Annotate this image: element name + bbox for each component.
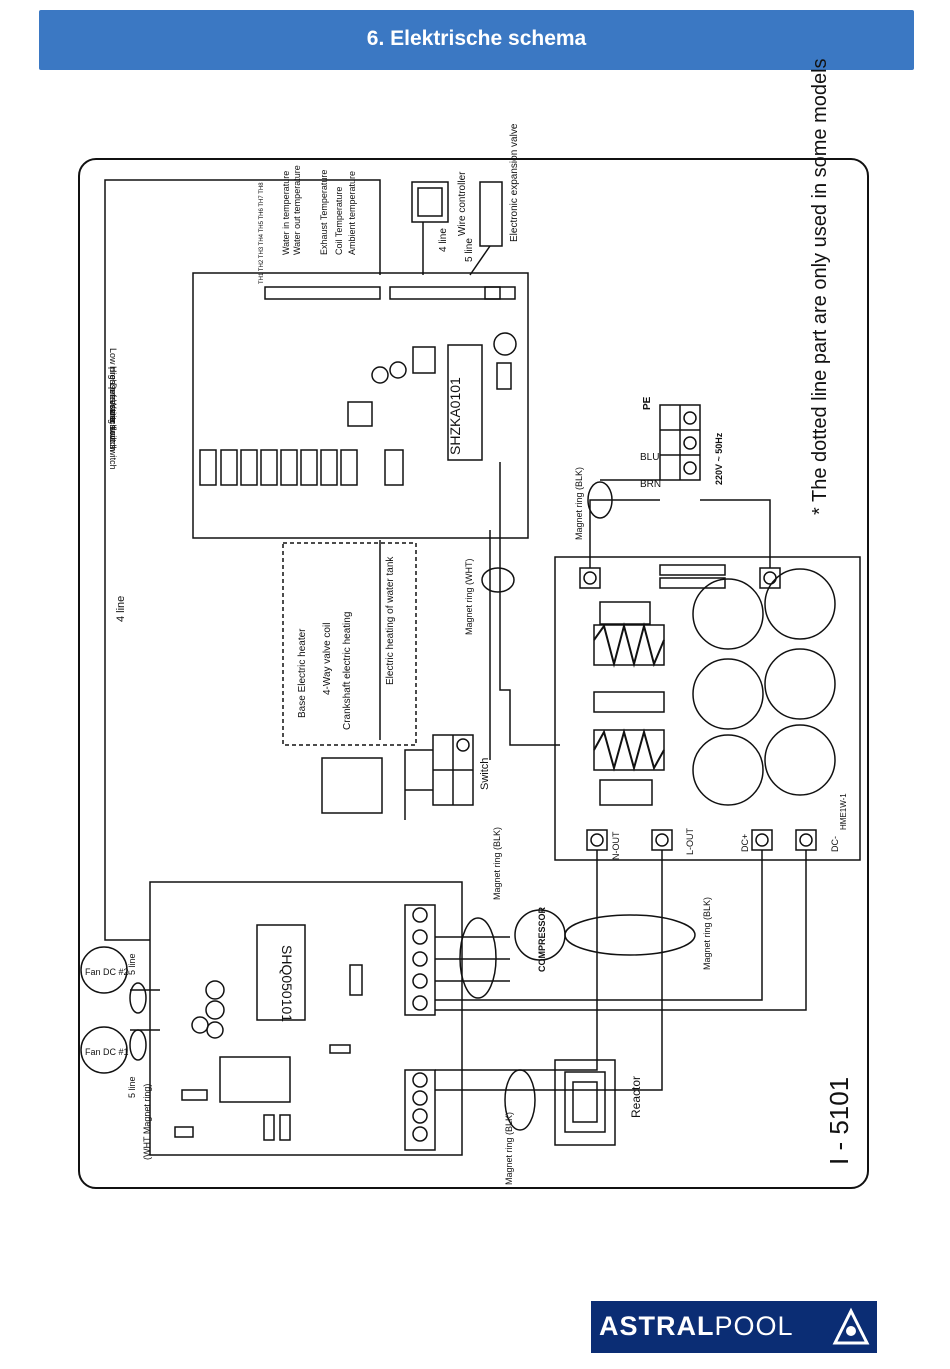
- magnet-ring-label-0: Magnet ring (BLK): [574, 467, 584, 540]
- astralpool-logo: ASTRALPOOL: [591, 1301, 877, 1353]
- filter-dc-plus: DC+: [740, 834, 750, 852]
- four-line-label: 4 line: [115, 596, 127, 622]
- switch-label-1: High pressure switch: [108, 366, 118, 450]
- logo-mark-icon: [832, 1307, 870, 1345]
- load-label-2: Crankshaft electric heating: [342, 612, 353, 730]
- driver-model: I - 5101: [824, 1077, 854, 1165]
- main-board-code: SHZKA0101: [447, 377, 463, 455]
- sensor-label-2: Exhaust Temperature: [319, 170, 329, 255]
- power-label: 220V ~ 50Hz: [714, 432, 724, 485]
- main-control-board: [192, 272, 529, 539]
- load-label-1: 4-Way valve coil: [322, 623, 333, 695]
- driver-board-code: SHQ050101: [279, 945, 295, 1022]
- filter-model: HME1W-1: [839, 793, 848, 830]
- compressor-label: COMPRESSOR: [537, 906, 547, 972]
- magnet-ring-label-2: Magnet ring (BLK): [492, 827, 502, 900]
- sensor-label-0: Water in temperature: [281, 171, 291, 255]
- driver-board: [149, 881, 463, 1156]
- magnet-ring-label-1: Magnet ring (WHT): [464, 558, 474, 635]
- expansion-valve-line: 5 line: [464, 238, 475, 262]
- diagram-frame: [78, 158, 869, 1189]
- magnet-ring-label-4: Magnet ring (BLK): [504, 1112, 514, 1185]
- wire-controller-line: 4 line: [438, 228, 449, 252]
- fan-label-2: Fan DC #2: [85, 967, 129, 977]
- switch-label-2: Defrosting switch: [108, 383, 118, 452]
- magnet-ring-label-5: (WHT Magnet ring): [142, 1084, 152, 1160]
- filter-l-out: L-OUT: [685, 827, 695, 855]
- filter-n-out: N-OUT: [611, 831, 621, 860]
- section-title: 6. Elektrische schema: [366, 27, 587, 50]
- switch-label-0: Low pressure switch: [108, 348, 118, 430]
- wire-blu-label: BLU: [640, 452, 659, 463]
- wire-brn-label: BRN: [640, 479, 661, 490]
- fan-line-2: 5 line: [127, 953, 137, 975]
- switch-label: Switch: [479, 758, 491, 790]
- logo-regular: POOL: [714, 1311, 794, 1341]
- magnet-ring-label-3: Magnet ring (BLK): [702, 897, 712, 970]
- section-header: 6. Elektrische schema: [39, 10, 914, 70]
- fan-label-1: Fan DC #1: [85, 1047, 129, 1057]
- sensor-label-1: Water out temperature: [292, 165, 302, 255]
- load-label-3: Electric heating of water tank: [385, 556, 396, 685]
- wire-controller-label: Wire controller: [457, 171, 468, 236]
- load-label-0: Base Electric heater: [297, 628, 308, 718]
- sensor-label-3: Coil Temperature: [334, 187, 344, 255]
- reactor-label: Reactor: [629, 1076, 643, 1118]
- filter-board: [554, 556, 861, 861]
- expansion-valve-label: Electronic expansion valve: [509, 123, 520, 242]
- sensor-connector-label: TH1 TH2 TH3 TH4 TH5 TH6 TH7 TH8: [259, 182, 265, 284]
- dotted-note: * The dotted line part are only used in …: [809, 58, 831, 515]
- logo-bold: ASTRAL: [599, 1311, 715, 1341]
- switch-label-3: Water flow switch: [108, 400, 118, 470]
- power-pe: PE: [642, 396, 653, 410]
- logo-text: ASTRALPOOL: [599, 1311, 794, 1342]
- fan-line-1: 5 line: [127, 1076, 137, 1098]
- sensor-label-4: Ambient temperature: [347, 171, 357, 255]
- filter-dc-minus: DC-: [830, 836, 840, 852]
